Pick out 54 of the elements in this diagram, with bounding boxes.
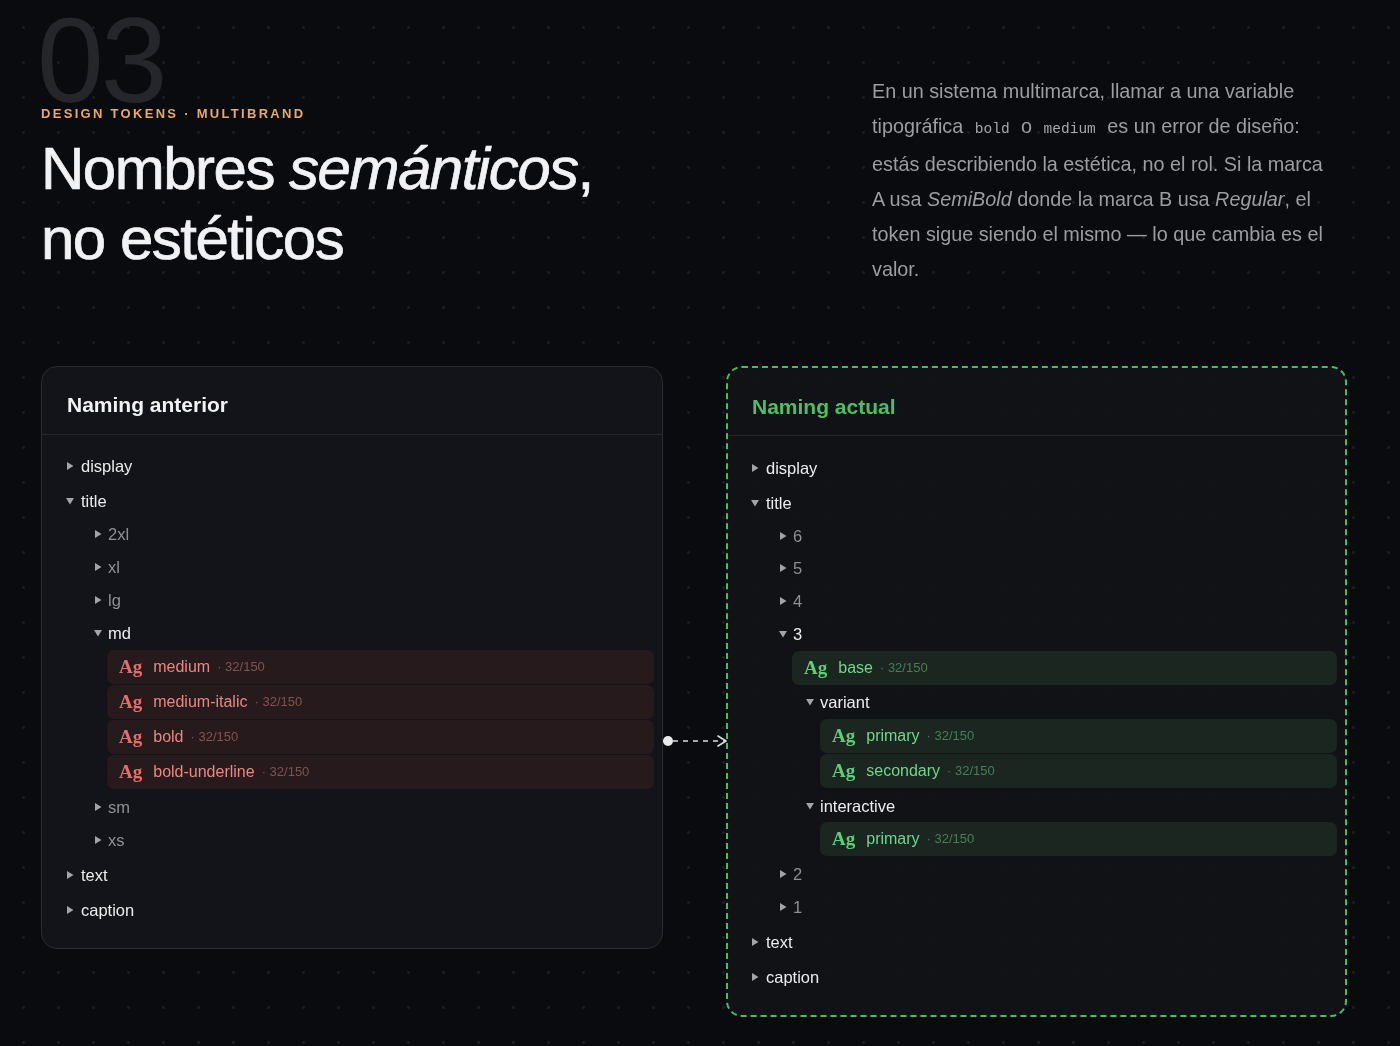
type-specimen: Ag (119, 726, 143, 748)
token-meta: · 32/150 (879, 659, 928, 677)
token-name: primary (866, 726, 920, 746)
tree-item-label: sm (108, 797, 130, 818)
type-specimen: Ag (119, 691, 143, 713)
tree-item-label: caption (766, 967, 820, 988)
token-name: medium-italic (153, 692, 248, 712)
section-kicker: DESIGN TOKENS · MULTIBRAND (41, 106, 306, 121)
tree-item-label: variant (820, 692, 870, 713)
token-meta: · 32/150 (947, 762, 995, 780)
token-meta: · 32/150 (926, 830, 975, 848)
tree-item-label: 3 (793, 624, 803, 645)
token-name: bold (153, 727, 184, 747)
type-specimen: Ag (832, 828, 856, 850)
type-specimen: Ag (119, 761, 143, 783)
tree-item-label: title (81, 491, 107, 512)
tree-item-label: title (766, 493, 792, 514)
token-name: base (838, 658, 873, 678)
tree-item-label: interactive (820, 796, 896, 817)
token-meta: · 32/150 (217, 658, 265, 676)
token-meta: · 32/150 (254, 693, 303, 711)
tree-item-label: 5 (793, 558, 803, 579)
tree-panel (726, 366, 1347, 1017)
token-name: primary (866, 829, 920, 849)
tree-item-label: xs (108, 830, 125, 851)
token-name: medium (153, 657, 211, 677)
type-specimen: Ag (804, 657, 828, 679)
token-meta: · 32/150 (926, 727, 975, 745)
type-specimen: Ag (832, 760, 856, 782)
type-specimen: Ag (832, 725, 856, 747)
token-name: secondary (866, 761, 941, 781)
intro-paragraph: En un sistema multimarca, llamar a una variable tipográfica bold o medium es un error de diseño: estás describiendo la estética, no el rol. Si la marca A usa SemiBold donde la marca B usa Regular, el token sigue siendo el mismo — lo que cambia es el valor. (872, 79, 1324, 282)
page-title: Nombres semánticos, no estéticos (41, 134, 594, 274)
tree-item-label: caption (81, 900, 135, 921)
tree-item-label: display (81, 456, 133, 477)
type-specimen: Ag (119, 656, 143, 678)
panel-heading: Naming actual (752, 394, 896, 420)
tree-item-label: 1 (793, 897, 803, 918)
tree-item-label: 4 (793, 591, 803, 612)
tree-item-label: text (81, 865, 108, 886)
token-name: bold-underline (153, 762, 255, 782)
tree-item-label: display (766, 458, 818, 479)
tree-item-label: 6 (793, 526, 803, 547)
tree-panel (41, 366, 663, 949)
tree-item-label: 2 (793, 864, 803, 885)
dashed-arrow (662, 735, 727, 747)
token-meta: · 32/150 (190, 728, 239, 746)
tree-item-label: md (108, 623, 131, 644)
tree-item-label: xl (108, 557, 120, 578)
tree-item-label: 2xl (108, 524, 130, 545)
tree-item-label: text (766, 932, 793, 953)
panel-heading: Naming anterior (67, 392, 229, 418)
tree-item-label: lg (108, 590, 121, 611)
token-meta: · 32/150 (261, 763, 310, 781)
